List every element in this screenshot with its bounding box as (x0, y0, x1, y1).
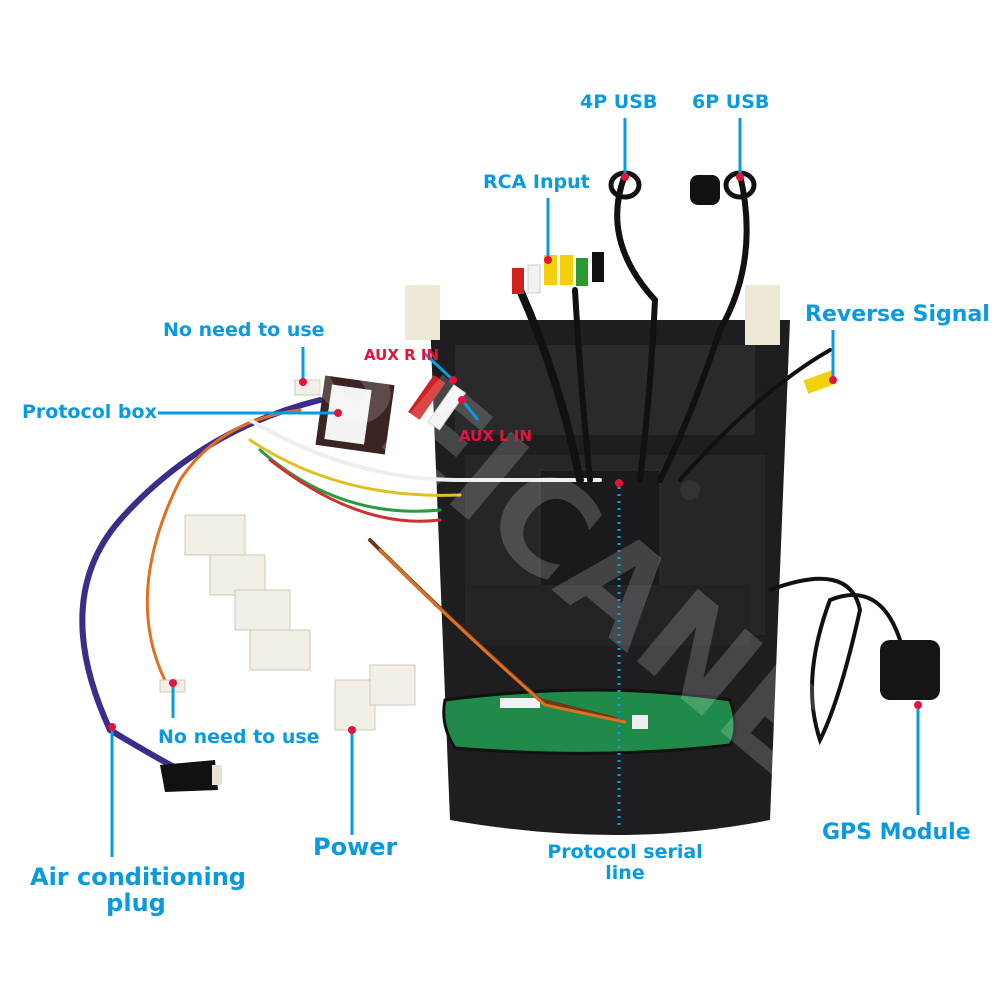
label-6p-usb: 6P USB (692, 91, 770, 113)
label-gps-module: GPS Module (822, 820, 971, 845)
callout-dots (108, 173, 922, 734)
protocol-box (315, 375, 395, 455)
usb-6p-plug (690, 175, 720, 205)
label-4p-usb: 4P USB (580, 91, 658, 113)
label-protocol-serial-line1: Protocol serial (547, 841, 703, 863)
label-protocol-box: Protocol box (22, 401, 157, 423)
gps-module (880, 640, 940, 700)
label-rca-input: RCA Input (483, 171, 590, 193)
label-air-conditioning-plug: Air conditioning plug (30, 863, 246, 918)
label-protocol-serial-line: Protocol serial line (545, 842, 705, 884)
label-aux-r-in: AUX R IN (364, 346, 440, 364)
label-protocol-serial-line2: line (605, 861, 645, 884)
label-no-need-to-use-top: No need to use (163, 319, 325, 341)
callout-lines (110, 118, 920, 857)
label-aux-l-in: AUX L IN (459, 427, 533, 445)
rca-plugs (408, 252, 837, 431)
air-conditioning-plug (160, 760, 218, 792)
label-air-conditioning-line2: plug (106, 889, 166, 918)
right-bracket (745, 285, 780, 345)
label-no-need-to-use-bottom: No need to use (158, 726, 320, 748)
label-air-conditioning-line1: Air conditioning (30, 863, 246, 891)
wiring-harness (79, 172, 902, 773)
label-reverse-signal: Reverse Signal (805, 302, 990, 327)
label-power: Power (313, 833, 398, 861)
left-bracket (405, 285, 440, 340)
pcb-board (442, 688, 737, 755)
white-connectors (159, 379, 416, 731)
